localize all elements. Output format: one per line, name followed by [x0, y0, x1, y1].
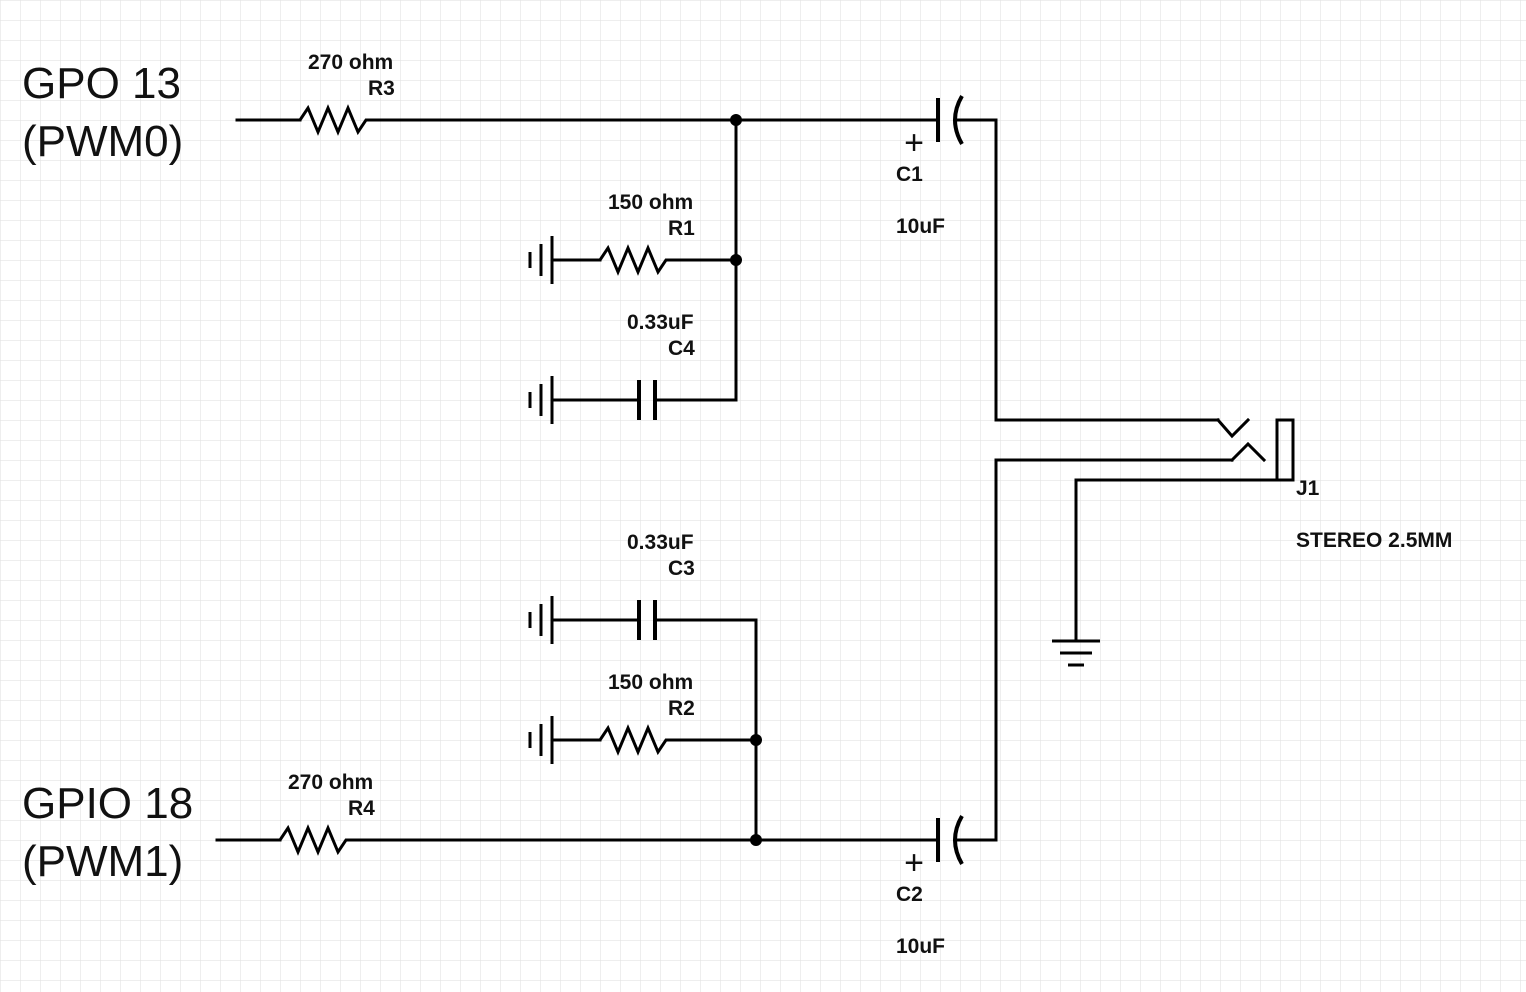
c2-value: 10uF: [896, 935, 945, 958]
r1-value: 150 ohm: [608, 191, 693, 214]
c1-value: 10uF: [896, 215, 945, 238]
r2-value: 150 ohm: [608, 671, 693, 694]
input-top-line2: (PWM0): [22, 117, 183, 166]
r4-ref: R4: [348, 797, 375, 820]
c1-plus-sign: +: [904, 124, 924, 162]
j1-value: STEREO 2.5MM: [1296, 529, 1452, 552]
c3-value: 0.33uF: [627, 531, 694, 554]
resistor-r3: [298, 104, 374, 136]
c2-ref: C2: [896, 883, 923, 906]
wire-c2-to-jack: [953, 458, 1234, 842]
j1-ref: J1: [1296, 477, 1320, 500]
input-top-line1: GPO 13: [22, 59, 181, 108]
ground-symbol-jack: [1052, 639, 1100, 667]
r4-value: 270 ohm: [288, 771, 373, 794]
resistor-r1: [598, 244, 674, 276]
c1-ref: C1: [896, 163, 923, 186]
r1-ref: R1: [668, 217, 695, 240]
wire-c1-to-jack: [953, 118, 1220, 422]
stereo-jack-j1: [1074, 417, 1295, 642]
c3-ref: C3: [668, 557, 695, 580]
input-bottom-line2: (PWM1): [22, 837, 183, 886]
r2-ref: R2: [668, 697, 695, 720]
junction-bottom-main: [750, 834, 762, 846]
resistor-r4: [278, 824, 354, 856]
c4-ref: C4: [668, 337, 695, 360]
c4-value: 0.33uF: [627, 311, 694, 334]
input-bottom-line1: GPIO 18: [22, 779, 193, 828]
r3-ref: R3: [368, 77, 395, 100]
junction-top-main: [730, 114, 742, 126]
resistor-r2: [598, 724, 674, 756]
r3-value: 270 ohm: [308, 51, 393, 74]
c2-plus-sign: +: [904, 844, 924, 882]
